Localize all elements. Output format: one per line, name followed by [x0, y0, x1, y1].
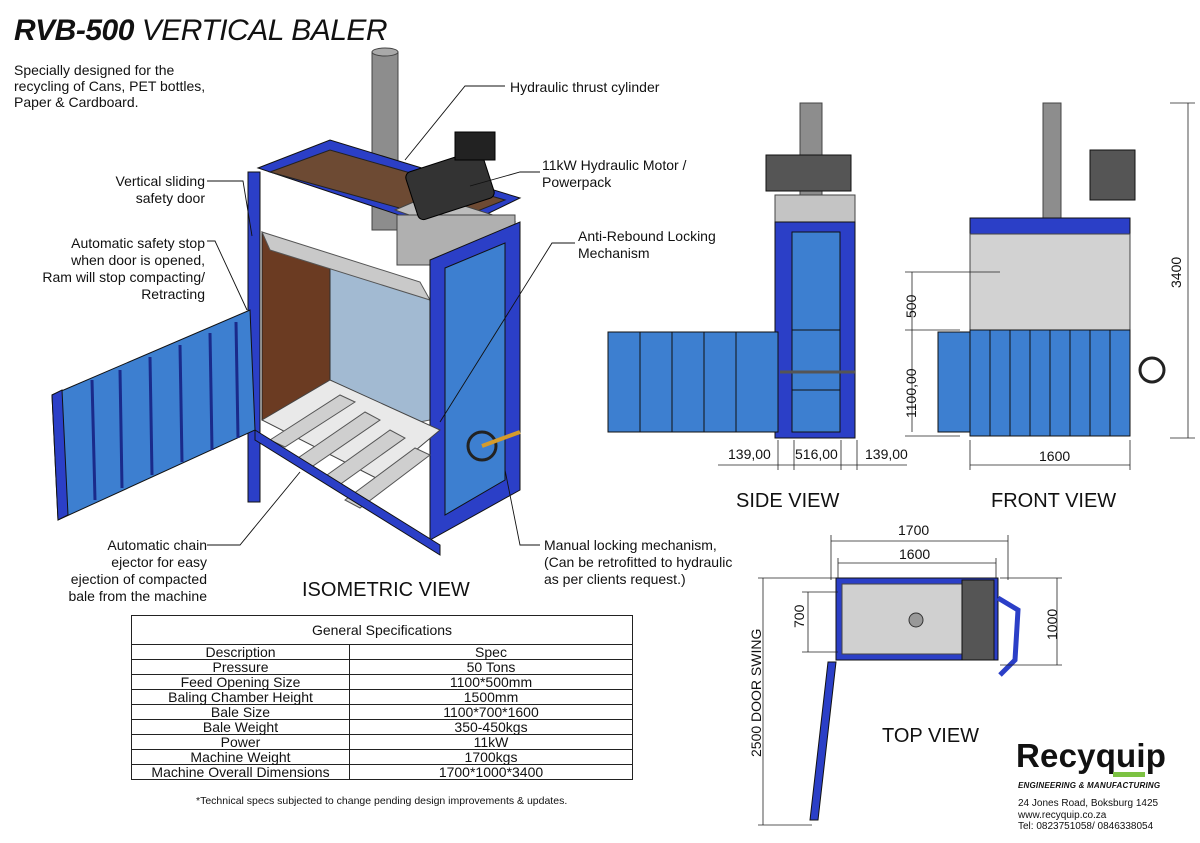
- front-view-label: FRONT VIEW: [991, 490, 1117, 512]
- top-view-label: TOP VIEW: [882, 725, 980, 747]
- callout-leaders: [207, 85, 575, 546]
- spec-value: 1100*700*1600: [349, 704, 633, 720]
- front-view-drawing: [905, 102, 1195, 470]
- dim-front-500: 500: [903, 294, 919, 318]
- callout-hydraulic-cylinder: Hydraulic thrust cylinder: [510, 79, 660, 95]
- dim-front-3400: 3400: [1168, 256, 1184, 288]
- spec-value: 1700*1000*3400: [349, 764, 633, 780]
- callout-line: Retracting: [141, 286, 205, 302]
- dim-top-1000: 1000: [1044, 608, 1060, 640]
- callout-line: 11kW Hydraulic Motor /: [542, 157, 687, 173]
- intro-line: Specially designed for the: [14, 62, 175, 78]
- spec-description: Machine Weight: [131, 749, 350, 765]
- spec-value: 1700kgs: [349, 749, 633, 765]
- callout-line: (Can be retrofitted to hydraulic: [544, 554, 733, 570]
- intro-text: Specially designed for the recycling of …: [14, 62, 205, 110]
- spec-value: 1500mm: [349, 689, 633, 705]
- spec-value: 350-450kgs: [349, 719, 633, 735]
- callout-line: safety door: [135, 190, 205, 206]
- spec-disclaimer: *Technical specs subjected to change pen…: [196, 795, 568, 807]
- spec-description: Pressure: [131, 659, 350, 675]
- motor-shape: [405, 149, 495, 221]
- dim-front-1100: 1100,00: [903, 368, 919, 418]
- side-view-label: SIDE VIEW: [736, 490, 840, 512]
- company-logo: Recyquip: [1016, 737, 1167, 774]
- callout-line: Automatic safety stop: [71, 235, 205, 251]
- callout-line: ejector for easy: [111, 554, 207, 570]
- open-door-shape: [51, 309, 256, 521]
- specifications-title: General Specifications: [131, 615, 633, 645]
- dim-top-1600: 1600: [899, 546, 931, 562]
- callout-line: Manual locking mechanism,: [544, 537, 717, 553]
- spec-value: 1100*500mm: [349, 674, 633, 690]
- dim-front-1600: 1600: [1039, 448, 1071, 464]
- isometric-view-drawing: [51, 47, 522, 556]
- spec-value: 11kW: [349, 734, 633, 750]
- table-header-row: Description Spec: [131, 644, 633, 660]
- dim-top-700: 700: [791, 604, 807, 628]
- logo-accent-bar: [1113, 772, 1145, 777]
- callout-chain-ejector: Automatic chain ejector for easy ejectio…: [40, 537, 207, 605]
- dim-door-swing: 2500 DOOR SWING: [748, 628, 764, 757]
- company-contact: 24 Jones Road, Boksburg 1425 www.recyqui…: [1018, 798, 1158, 833]
- spec-description: Machine Overall Dimensions: [131, 764, 350, 780]
- intro-line: Paper & Cardboard.: [14, 94, 139, 110]
- callout-safety-door: Vertical sliding safety door: [40, 173, 206, 207]
- page-title: RVB-500 VERTICAL BALER: [14, 14, 388, 48]
- column-header: Description: [131, 644, 350, 660]
- product-name: VERTICAL BALER: [141, 14, 388, 47]
- company-website[interactable]: www.recyquip.co.za: [1018, 809, 1107, 821]
- spec-description: Baling Chamber Height: [131, 689, 350, 705]
- spec-value: 50 Tons: [349, 659, 633, 675]
- callout-line: Powerpack: [542, 174, 612, 190]
- dim-top-1700: 1700: [898, 522, 930, 538]
- callout-safety-stop: Automatic safety stop when door is opene…: [20, 235, 205, 303]
- spec-description: Bale Size: [131, 704, 350, 720]
- intro-line: recycling of Cans, PET bottles,: [14, 78, 206, 94]
- isometric-view-label: ISOMETRIC VIEW: [302, 579, 470, 601]
- column-header: Spec: [349, 644, 633, 660]
- company-phone: Tel: 0823751058/ 0846338054: [1018, 821, 1154, 832]
- callout-line: bale from the machine: [68, 588, 207, 604]
- callout-manual-locking: Manual locking mechanism, (Can be retrof…: [544, 537, 732, 588]
- dim-side-mid: 516,00: [795, 446, 838, 462]
- spec-description: Power: [131, 734, 350, 750]
- callout-anti-rebound: Anti-Rebound Locking Mechanism: [578, 228, 716, 262]
- model-number: RVB-500: [14, 14, 134, 47]
- company-address: 24 Jones Road, Boksburg 1425: [1018, 798, 1159, 809]
- spec-description: Bale Weight: [131, 719, 350, 735]
- spec-description: Feed Opening Size: [131, 674, 350, 690]
- company-tagline: ENGINEERING & MANUFACTURING: [1018, 781, 1161, 790]
- callout-line: Vertical sliding: [115, 173, 206, 189]
- callout-line: Automatic chain: [107, 537, 207, 553]
- side-view-drawing: [607, 102, 907, 470]
- callout-line: Ram will stop compacting/: [42, 269, 205, 285]
- dim-side-left: 139,00: [728, 446, 771, 462]
- callout-line: Mechanism: [578, 245, 650, 261]
- specifications-table: General Specifications Description Spec …: [131, 615, 633, 780]
- callout-line: ejection of compacted: [70, 571, 207, 587]
- callout-line: as per clients request.): [544, 571, 686, 587]
- callout-line: Anti-Rebound Locking: [578, 228, 716, 244]
- top-view-drawing: [758, 535, 1062, 826]
- callout-motor: 11kW Hydraulic Motor / Powerpack: [542, 157, 686, 191]
- callout-line: when door is opened,: [71, 252, 205, 268]
- dim-side-right: 139,00: [865, 446, 908, 462]
